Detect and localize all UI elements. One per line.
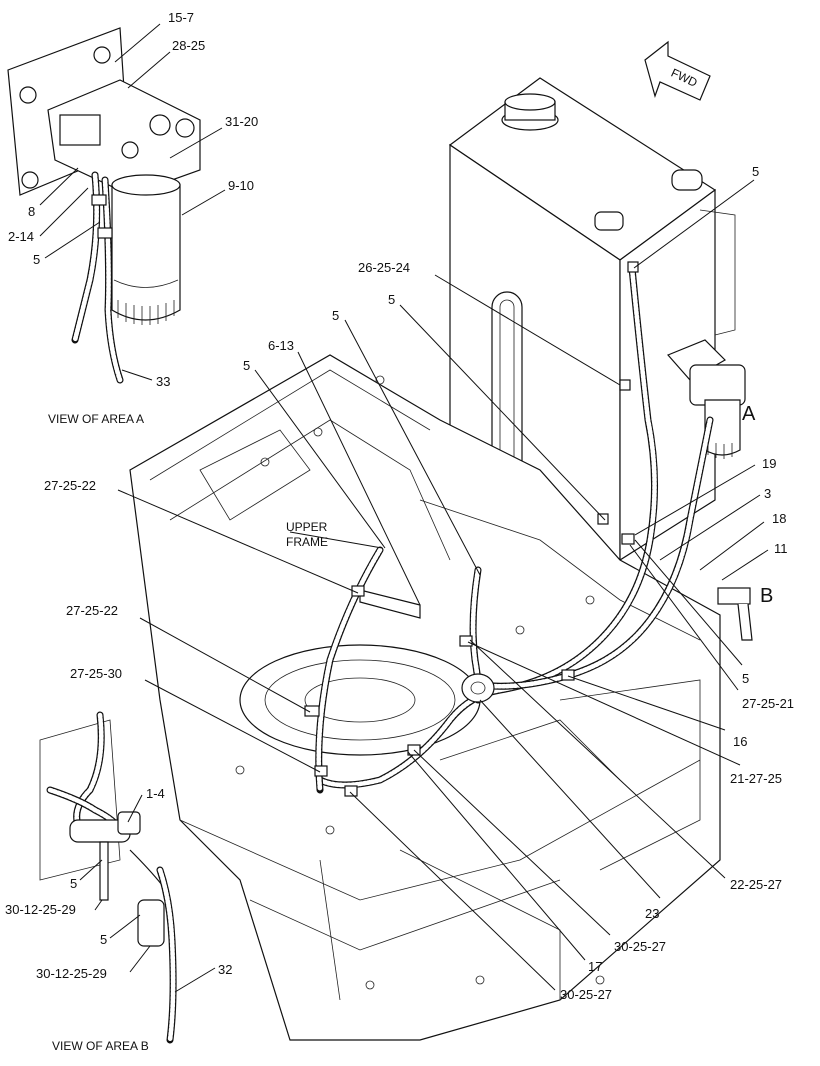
label-27-25-22-a: 27-25-22 — [44, 478, 96, 493]
label-30-12-25-29-b: 30-12-25-29 — [36, 966, 107, 981]
label-5-mid-3: 5 — [243, 358, 250, 373]
view-area-b-detail — [39, 711, 177, 1044]
label-27-25-22-b: 27-25-22 — [66, 603, 118, 618]
label-30-25-27-a: 30-25-27 — [614, 939, 666, 954]
label-6-13: 6-13 — [268, 338, 294, 353]
label-21-27-25: 21-27-25 — [730, 771, 782, 786]
label-30-12-25-29-a: 30-12-25-29 — [5, 902, 76, 917]
label-28-25: 28-25 — [172, 38, 205, 53]
label-31-20: 31-20 — [225, 114, 258, 129]
label-5-mid-1: 5 — [388, 292, 395, 307]
label-5-area-a: 5 — [33, 252, 40, 267]
label-32: 32 — [218, 962, 232, 977]
label-16: 16 — [733, 734, 747, 749]
caption-view-area-a: VIEW OF AREA A — [48, 412, 144, 426]
view-area-a-detail — [7, 27, 201, 384]
label-5-area-b-1: 5 — [70, 876, 77, 891]
label-5-tank: 5 — [752, 164, 759, 179]
label-area-b: B — [760, 585, 773, 607]
label-area-a: A — [742, 403, 756, 425]
part-labels: 15-7 28-25 31-20 9-10 8 2-14 5 33 VIEW O… — [5, 10, 794, 1053]
leader-lines — [39, 23, 769, 993]
fwd-arrow: FWD — [644, 40, 711, 101]
label-9-10: 9-10 — [228, 178, 254, 193]
label-19: 19 — [762, 456, 776, 471]
label-1-4: 1-4 — [146, 786, 165, 801]
label-11: 11 — [774, 541, 788, 556]
caption-view-area-b: VIEW OF AREA B — [52, 1039, 149, 1053]
label-33: 33 — [156, 374, 170, 389]
label-17: 17 — [588, 959, 602, 974]
label-15-7: 15-7 — [168, 10, 194, 25]
label-26-25-24: 26-25-24 — [358, 260, 410, 275]
label-8: 8 — [28, 204, 35, 219]
caption-upper: UPPER — [286, 520, 328, 534]
label-27-25-30: 27-25-30 — [70, 666, 122, 681]
upper-frame — [129, 354, 721, 1041]
label-30-25-27-b: 30-25-27 — [560, 987, 612, 1002]
label-5-right: 5 — [742, 671, 749, 686]
label-23: 23 — [645, 906, 659, 921]
label-5-area-b-2: 5 — [100, 932, 107, 947]
label-18: 18 — [772, 511, 786, 526]
label-3: 3 — [764, 486, 771, 501]
caption-frame: FRAME — [286, 535, 328, 549]
tank-filter-area-a — [666, 339, 746, 459]
label-27-25-21: 27-25-21 — [742, 696, 794, 711]
fuel-hoses — [304, 261, 753, 797]
label-2-14: 2-14 — [8, 229, 34, 244]
label-22-25-27: 22-25-27 — [730, 877, 782, 892]
label-5-mid-2: 5 — [332, 308, 339, 323]
